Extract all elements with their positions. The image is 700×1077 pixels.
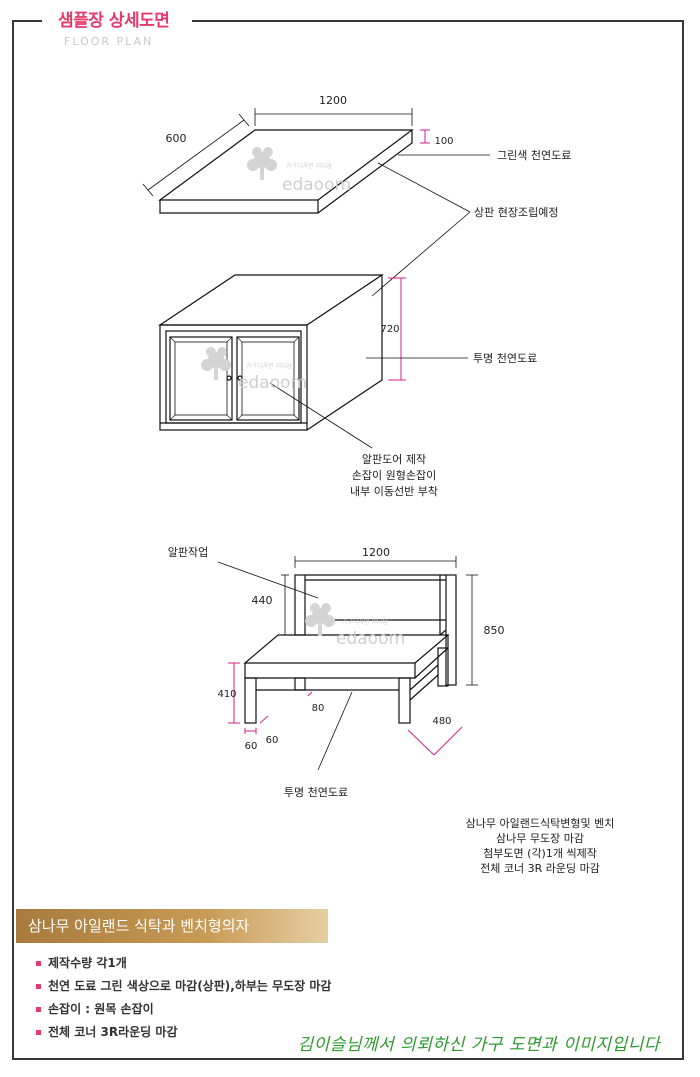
spec-item-quantity: 제작수량 각1개 [36,952,331,975]
note-line-1: 삼나무 아일랜드식탁변형및 벤치 [465,817,615,830]
svg-text:edaoom: edaoom [282,175,351,195]
thickness-dimension [420,129,430,144]
page-subtitle: FLOOR PLAN [64,35,154,48]
cabinet-height-dimension [388,277,406,381]
door-note-3: 내부 이동선반 부착 [350,485,438,498]
door-note-1: 알판도어 제작 [362,452,426,466]
bench-pink-dimensions [228,662,463,756]
spec-item-corner: 전체 코너 3R라운딩 마감 [36,1021,331,1044]
cabinet-leaders [269,357,468,449]
svg-text:가구디자인 이다움: 가구디자인 이다움 [286,162,333,170]
svg-text:edaoom: edaoom [336,629,405,649]
top-depth-label: 600 [166,132,187,145]
label-bench-finish: 투명 천연도료 [284,785,348,799]
bench-leaders [217,561,353,771]
watermark-3: edaoom 가구디자인 이다움 [305,603,405,649]
drawing-frame [12,20,684,1060]
door-note-2: 손잡이 원형손잡이 [352,469,436,482]
bench-leg-width-label: 60 [245,741,258,752]
bench-leg-gap-label: 80 [312,703,325,714]
top-width-label: 1200 [319,94,347,107]
top-panel-dimensions [142,108,413,197]
title-tab [42,6,192,32]
bench-total-height-label: 850 [484,624,505,637]
label-green-finish: 그린색 천연도료 [497,148,571,162]
top-thickness-label: 100 [434,136,453,147]
top-panel-drawing [158,129,414,214]
note-line-3: 첨부도면 (각)1개 씩제작 [483,847,597,860]
bench-drawing [243,574,457,724]
svg-text:edaoom: edaoom [238,373,307,393]
page-title: 샘플장 상세도면 [58,11,170,31]
spec-item-handle: 손잡이 : 원목 손잡이 [36,998,331,1021]
svg-text:가구디자인 이다움: 가구디자인 이다움 [342,618,389,626]
bench-back-height-label: 440 [252,594,273,607]
footer-note: 김이슬님께서 의뢰하신 가구 도면과 이미지입니다 [190,1030,660,1055]
note-line-2: 삼나무 무도장 마감 [496,832,584,845]
watermark-1: edaoom 가구디자인 이다움 [247,147,351,195]
material-notes: 삼나무 아일랜드식탁변형및 벤치 삼나무 무도장 마감 첨부도면 (각)1개 씩… [440,816,640,876]
cabinet-drawing [158,274,384,431]
spec-item-finish: 천연 도료 그린 색상으로 마감(상판),하부는 무도장 마감 [36,975,331,998]
note-line-4: 전체 코너 3R 라운딩 마감 [480,862,600,875]
bench-width-label: 1200 [362,546,390,559]
watermark-2: edaoom 가구디자인 이다움 [201,347,307,393]
bench-leg-depth-label: 60 [266,735,279,746]
bench-seat-height-label: 410 [217,689,236,700]
spec-list: 제작수량 각1개 천연 도료 그린 색상으로 마감(상판),하부는 무도장 마감… [36,952,331,1044]
product-name-band: 삼나무 아일랜드 식탁과 벤치형의자 [16,909,328,943]
label-assembly: 상판 현장조립예정 [474,206,558,219]
bench-dimensions [281,556,478,686]
bench-depth-label: 480 [432,716,451,727]
cabinet-height-label: 720 [380,324,399,335]
top-leaders [371,154,490,297]
svg-text:가구디자인 이다움: 가구디자인 이다움 [246,362,293,370]
label-panel-work: 알판작업 [168,545,208,559]
label-cabinet-finish: 투명 천연도료 [473,351,537,365]
